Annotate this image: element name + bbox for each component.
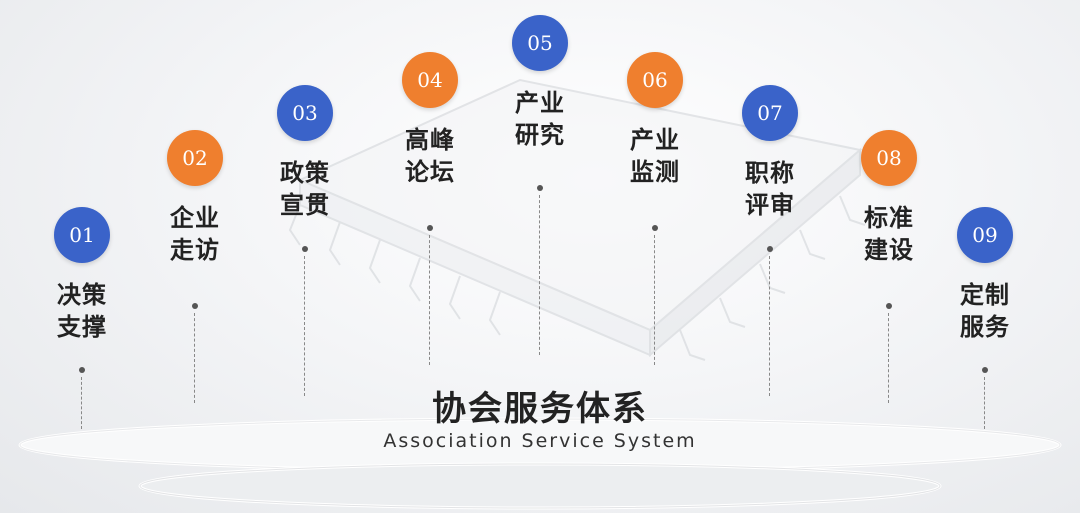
- service-label-line1: 企业: [155, 202, 235, 234]
- number-badge: 09: [957, 207, 1013, 263]
- system-title: 协会服务体系: [340, 381, 740, 430]
- service-label-line2: 评审: [730, 189, 810, 221]
- connector-dot: [982, 367, 988, 373]
- service-node-08: 08 标准 建设: [849, 130, 929, 410]
- service-label-line2: 论坛: [390, 156, 470, 188]
- connector-line: [984, 377, 985, 429]
- connector-line: [194, 313, 195, 403]
- connector-line: [304, 256, 305, 396]
- service-label-line2: 服务: [945, 311, 1025, 343]
- service-node-07: 07 职称 评审: [730, 85, 810, 400]
- service-label-line2: 建设: [849, 234, 929, 266]
- service-label-line2: 支撑: [42, 311, 122, 343]
- number-badge: 05: [512, 15, 568, 71]
- service-node-05: 05 产业 研究: [500, 15, 580, 360]
- service-node-02: 02 企业 走访: [155, 130, 235, 410]
- connector-line: [81, 377, 82, 429]
- connector-line: [769, 256, 770, 396]
- connector-dot: [192, 303, 198, 309]
- service-label-line2: 监测: [615, 156, 695, 188]
- service-label-line1: 职称: [730, 157, 810, 189]
- service-node-01: 01 决策 支撑: [42, 207, 122, 437]
- service-label-line2: 宣贯: [265, 189, 345, 221]
- connector-line: [888, 313, 889, 403]
- service-label-line1: 政策: [265, 157, 345, 189]
- connector-dot: [537, 185, 543, 191]
- connector-dot: [886, 303, 892, 309]
- number-badge: 06: [627, 52, 683, 108]
- service-node-09: 09 定制 服务: [945, 207, 1025, 437]
- connector-line: [539, 195, 540, 355]
- service-label-line1: 产业: [615, 124, 695, 156]
- service-node-06: 06 产业 监测: [615, 52, 695, 372]
- connector-dot: [302, 246, 308, 252]
- connector-dot: [652, 225, 658, 231]
- number-badge: 02: [167, 130, 223, 186]
- number-badge: 07: [742, 85, 798, 141]
- connector-dot: [427, 225, 433, 231]
- number-badge: 04: [402, 52, 458, 108]
- service-label-line1: 产业: [500, 87, 580, 119]
- number-badge: 08: [861, 130, 917, 186]
- number-badge: 01: [54, 207, 110, 263]
- system-subtitle: Association Service System: [300, 430, 780, 452]
- service-label-line2: 走访: [155, 234, 235, 266]
- service-node-04: 04 高峰 论坛: [390, 52, 470, 372]
- service-label-line1: 决策: [42, 279, 122, 311]
- service-label-line1: 标准: [849, 202, 929, 234]
- connector-dot: [79, 367, 85, 373]
- connector-line: [429, 235, 430, 365]
- service-label-line1: 定制: [945, 279, 1025, 311]
- connector-line: [654, 235, 655, 365]
- number-badge: 03: [277, 85, 333, 141]
- service-label-line1: 高峰: [390, 124, 470, 156]
- service-label-line2: 研究: [500, 119, 580, 151]
- connector-dot: [767, 246, 773, 252]
- service-node-03: 03 政策 宣贯: [265, 85, 345, 400]
